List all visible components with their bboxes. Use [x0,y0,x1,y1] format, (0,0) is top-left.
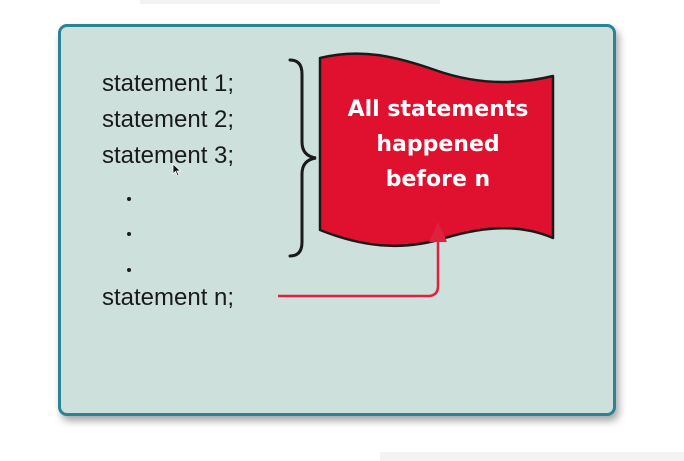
flag-banner [318,52,555,248]
curly-brace [288,58,317,258]
statement-2-label: statement 2; [102,106,235,133]
statement-1-label: statement 1; [102,70,235,97]
arrow-line [278,238,440,298]
flag-line-1: All statements [347,97,529,122]
bottom-edge-strip [380,452,684,461]
ellipsis-dot-3 [127,268,131,272]
ellipsis-dot-2 [127,232,131,236]
mouse-cursor-icon [172,163,182,177]
statement-3-label: statement 3; [102,142,235,169]
flag-line-2: happened [376,132,500,157]
top-edge-strip [140,0,440,4]
ellipsis-dot-1 [127,197,131,201]
flag-caption: All statements happened before n [322,92,554,197]
statement-n-label: statement n; [102,284,235,311]
flag-line-3: before n [385,167,491,192]
arrow-head [429,222,447,242]
